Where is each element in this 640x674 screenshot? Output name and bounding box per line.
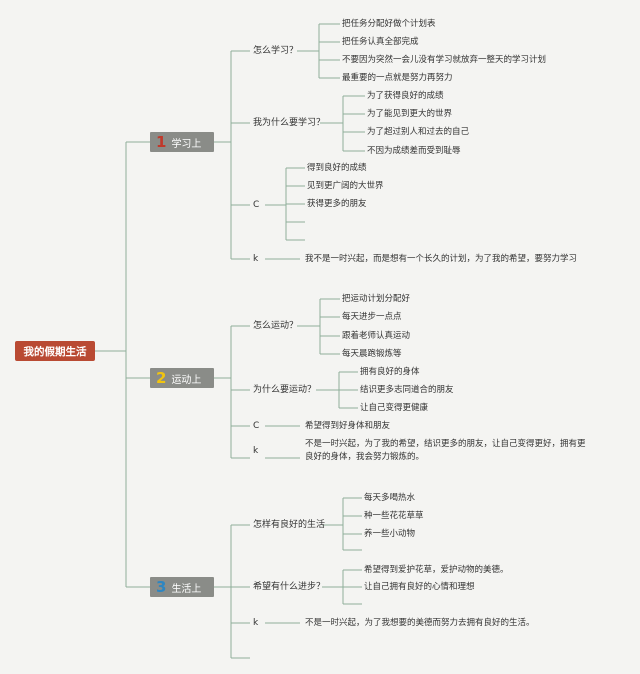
leaf-item[interactable]: 最重要的一点就是努力再努力 (342, 73, 453, 83)
number-badge: 3 (156, 578, 167, 596)
category-node-sports[interactable]: 2 运动上 (150, 368, 214, 388)
leaf-item[interactable]: 为了超过别人和过去的自己 (367, 127, 470, 137)
branch-how-to-study[interactable]: 怎么学习？ (253, 46, 299, 56)
leaf-item[interactable]: 跟着老师认真运动 (342, 331, 411, 341)
category-label: 运动上 (171, 374, 202, 386)
leaf-item[interactable]: 获得更多的朋友 (307, 199, 367, 209)
branch-progress[interactable]: 希望有什么进步？ (253, 582, 326, 592)
leaf-item[interactable]: 把运动计划分配好 (342, 294, 411, 304)
number-badge: 2 (156, 369, 167, 387)
category-node-life[interactable]: 3 生活上 (150, 577, 214, 597)
category-node-study[interactable]: 1 学习上 (150, 132, 214, 152)
leaf-item[interactable]: 每天多喝热水 (364, 493, 416, 503)
leaf-item[interactable]: 得到良好的成绩 (307, 163, 367, 173)
leaf-item[interactable]: 结识更多志同道合的朋友 (360, 385, 454, 395)
category-label: 生活上 (171, 583, 202, 595)
leaf-item[interactable]: 让自己拥有良好的心情和理想 (364, 582, 475, 592)
branch-c[interactable]: C (253, 421, 260, 431)
leaf-item[interactable]: 拥有良好的身体 (360, 367, 420, 377)
branch-k[interactable]: k (253, 618, 259, 628)
leaf-item[interactable]: 每天晨跑锻炼等 (342, 349, 402, 359)
leaf-item[interactable]: 种一些花花草草 (364, 511, 424, 521)
branch-k[interactable]: k (253, 254, 259, 264)
leaf-text[interactable]: 我不是一时兴起，而是想有一个长久的计划，为了我的希望，要努力学习 (305, 254, 578, 264)
leaf-item[interactable]: 为了能见到更大的世界 (367, 109, 453, 119)
leaf-item[interactable]: 见到更广阔的大世界 (307, 181, 384, 191)
leaf-item[interactable]: 每天进步一点点 (342, 312, 402, 322)
branch-how-to-exercise[interactable]: 怎么运动？ (253, 321, 299, 331)
branch-c[interactable]: C (253, 200, 260, 210)
leaf-item[interactable]: 为了获得良好的成绩 (367, 91, 444, 101)
leaf-item[interactable]: 不因为成绩差而受到耻辱 (367, 146, 461, 156)
leaf-text[interactable]: 希望得到好身体和朋友 (305, 421, 391, 431)
category-label: 学习上 (171, 138, 202, 150)
branch-k[interactable]: k (253, 446, 259, 456)
number-badge: 1 (156, 133, 167, 151)
root-node[interactable]: 我的假期生活 (15, 341, 95, 361)
leaf-item[interactable]: 把任务分配好做个计划表 (342, 19, 436, 29)
leaf-item[interactable]: 养一些小动物 (364, 529, 416, 539)
leaf-item[interactable]: 不要因为突然一会儿没有学习就放弃一整天的学习计划 (342, 55, 547, 65)
leaf-item[interactable]: 让自己变得更健康 (360, 403, 429, 413)
leaf-text[interactable]: 不是一时兴起，为了我的希望，结识更多的朋友，让自己变得更好，拥有更良好的身体，我… (305, 439, 586, 462)
branch-why-study[interactable]: 我为什么要学习？ (253, 118, 326, 128)
branch-good-life[interactable]: 怎样有良好的生活 (253, 520, 326, 530)
branch-why-exercise[interactable]: 为什么要运动？ (253, 385, 317, 395)
leaf-text[interactable]: 不是一时兴起，为了我想要的美德而努力去拥有良好的生活。 (305, 618, 535, 628)
leaf-item[interactable]: 希望得到爱护花草，爱护动物的美德。 (364, 565, 509, 575)
leaf-item[interactable]: 把任务认真全部完成 (342, 37, 419, 47)
